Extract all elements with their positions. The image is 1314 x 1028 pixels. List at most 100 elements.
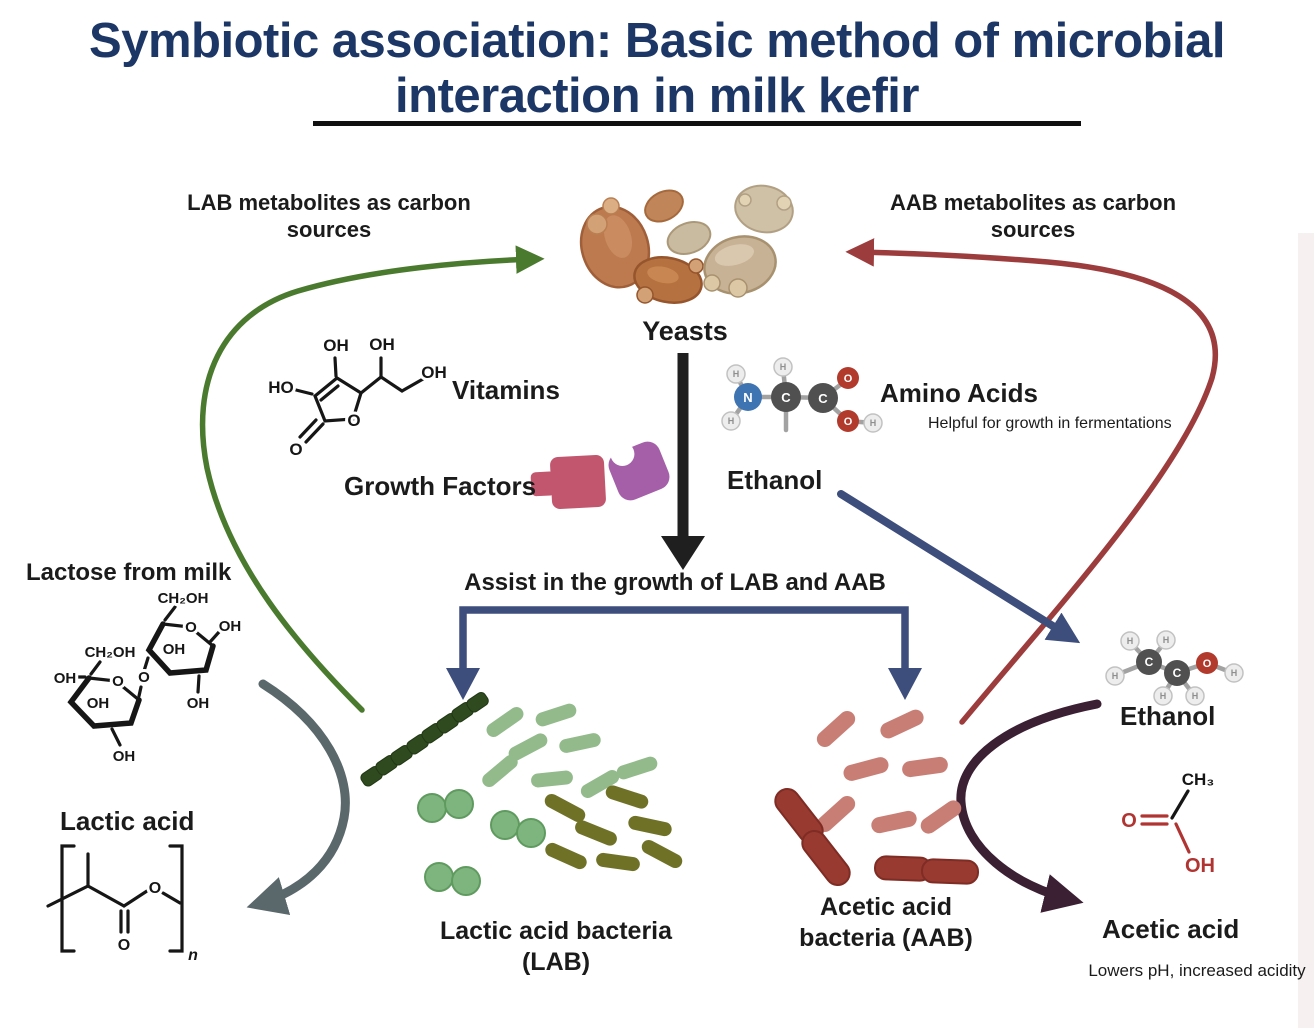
c-atom — [1136, 649, 1162, 675]
yeast-bud — [728, 278, 748, 298]
bacterium-segment — [466, 692, 489, 713]
h-atom — [1153, 686, 1173, 706]
bacterium-rod — [596, 852, 640, 872]
atom-label: H — [780, 362, 787, 372]
bacterium-rod — [531, 770, 573, 788]
acetic-acid-structure: CH₃ O OH — [1118, 767, 1218, 880]
atom-label: H — [1163, 635, 1170, 645]
bacterium-rod — [544, 793, 586, 823]
bacterium-rod — [816, 710, 856, 748]
chem-label: OH — [54, 670, 77, 687]
bacterium-coccus — [417, 793, 447, 823]
bacterium-rod — [920, 800, 962, 834]
bacterium-rod — [482, 755, 518, 787]
bacterium-coccus — [451, 866, 481, 896]
h-atom — [721, 411, 741, 431]
arrow-navy-assist-bracket — [446, 606, 922, 700]
lab-bacteria-illustration — [360, 692, 683, 896]
chem-label: O — [149, 880, 161, 897]
vitamin-c-structure: HO OH OH OH O O — [265, 332, 450, 462]
yeast-bud — [586, 213, 608, 235]
atom-label: H — [1160, 691, 1167, 701]
bacterium-rod — [508, 733, 548, 761]
label-ethanol-right: Ethanol — [1120, 701, 1216, 731]
chem-label: O — [185, 619, 197, 636]
chem-label: CH₂OH — [158, 590, 209, 607]
c-atom — [1164, 660, 1190, 686]
bacterium-rod — [902, 756, 948, 778]
h-atom — [1105, 666, 1125, 686]
yeast-highlight — [603, 215, 633, 258]
ethanol-molecule: H H H H H H C C O — [1105, 630, 1244, 706]
bacterium-rod — [880, 709, 924, 739]
o-atom — [837, 367, 859, 389]
atom-label: H — [870, 418, 877, 428]
bacterium-rod — [535, 703, 577, 727]
label-vitamins: Vitamins — [452, 375, 560, 405]
label-growth-factors: Growth Factors — [344, 471, 537, 501]
right-edge-artifact — [1298, 233, 1314, 1028]
puzzle-tab-pink — [530, 471, 556, 497]
yeast-cell — [666, 221, 712, 255]
bacterium-coccus — [424, 862, 454, 892]
atom-label: C — [1173, 666, 1182, 680]
bacterium-rod — [628, 815, 672, 837]
chem-label: O — [289, 440, 302, 459]
atom-label: H — [1192, 691, 1199, 701]
bacterium-rod-large — [801, 830, 851, 886]
chem-label: O — [112, 673, 124, 690]
chem-label: OH — [187, 695, 210, 712]
title-line-2: interaction in milk kefir — [395, 68, 919, 123]
atom-label: N — [743, 390, 752, 405]
arrow-navy-ethanol-to-molecule — [837, 490, 1081, 644]
label-ethanol-center: Ethanol — [727, 465, 823, 495]
bacterium-rod — [616, 756, 658, 780]
growth-factor-shapes — [530, 441, 670, 509]
o-atom — [837, 410, 859, 432]
label-amino-acids-note: Helpful for growth in fermentations — [928, 415, 1172, 432]
h-atom — [1185, 686, 1205, 706]
yeast-highlight — [647, 266, 679, 284]
bacterium-rod — [575, 820, 617, 846]
c-atom — [771, 382, 801, 412]
chem-label: OH — [113, 748, 136, 765]
bacterium-rod — [486, 706, 524, 738]
arrow-red-aab-to-yeasts — [845, 238, 1219, 725]
label-amino-acids: Amino Acids — [880, 378, 1038, 408]
bacterium-rod — [580, 770, 620, 798]
atom-label: O — [844, 416, 853, 428]
yeast-highlight — [714, 244, 754, 266]
chem-label: CH₃ — [1182, 770, 1214, 789]
bacterium-rod — [871, 810, 917, 834]
chem-label: O — [1121, 810, 1137, 832]
label-aab-metabolites: AAB metabolites as carbon sources — [889, 190, 1177, 242]
title-underline — [313, 121, 1081, 126]
yeast-bud — [738, 193, 752, 207]
n-atom — [734, 383, 762, 411]
bacterium-rod — [641, 839, 683, 869]
h-atom — [773, 357, 793, 377]
label-lab-metabolites: LAB metabolites as carbon sources — [187, 190, 471, 242]
arrow-gray-lactose-to-lactic — [246, 679, 350, 916]
chem-label: OH — [87, 695, 110, 712]
bacterium-rod-large — [921, 858, 980, 885]
label-aab-bacteria: Acetic acid bacteria (AAB) — [799, 893, 973, 952]
lab-chain — [360, 692, 489, 787]
chem-label: O — [347, 411, 360, 430]
atom-label: H — [728, 416, 735, 426]
chem-label: OH — [369, 335, 395, 354]
label-lab-bacteria: Lactic acid bacteria (LAB) — [439, 917, 673, 976]
atom-label: H — [1127, 636, 1134, 646]
arrow-black-yeasts-down — [661, 353, 705, 570]
atom-label: H — [1231, 668, 1238, 678]
title-line-1: Symbiotic association: Basic method of m… — [89, 14, 1225, 68]
yeast-bud — [776, 195, 792, 211]
atom-label: C — [1145, 655, 1154, 669]
yeast-bud — [703, 274, 721, 292]
label-acetic-note: Lowers pH, increased acidity — [1088, 961, 1306, 980]
atom-label: O — [1203, 658, 1212, 670]
bacterium-rod — [545, 842, 587, 870]
atom-label: H — [733, 369, 740, 379]
puzzle-piece-pink — [550, 455, 606, 509]
